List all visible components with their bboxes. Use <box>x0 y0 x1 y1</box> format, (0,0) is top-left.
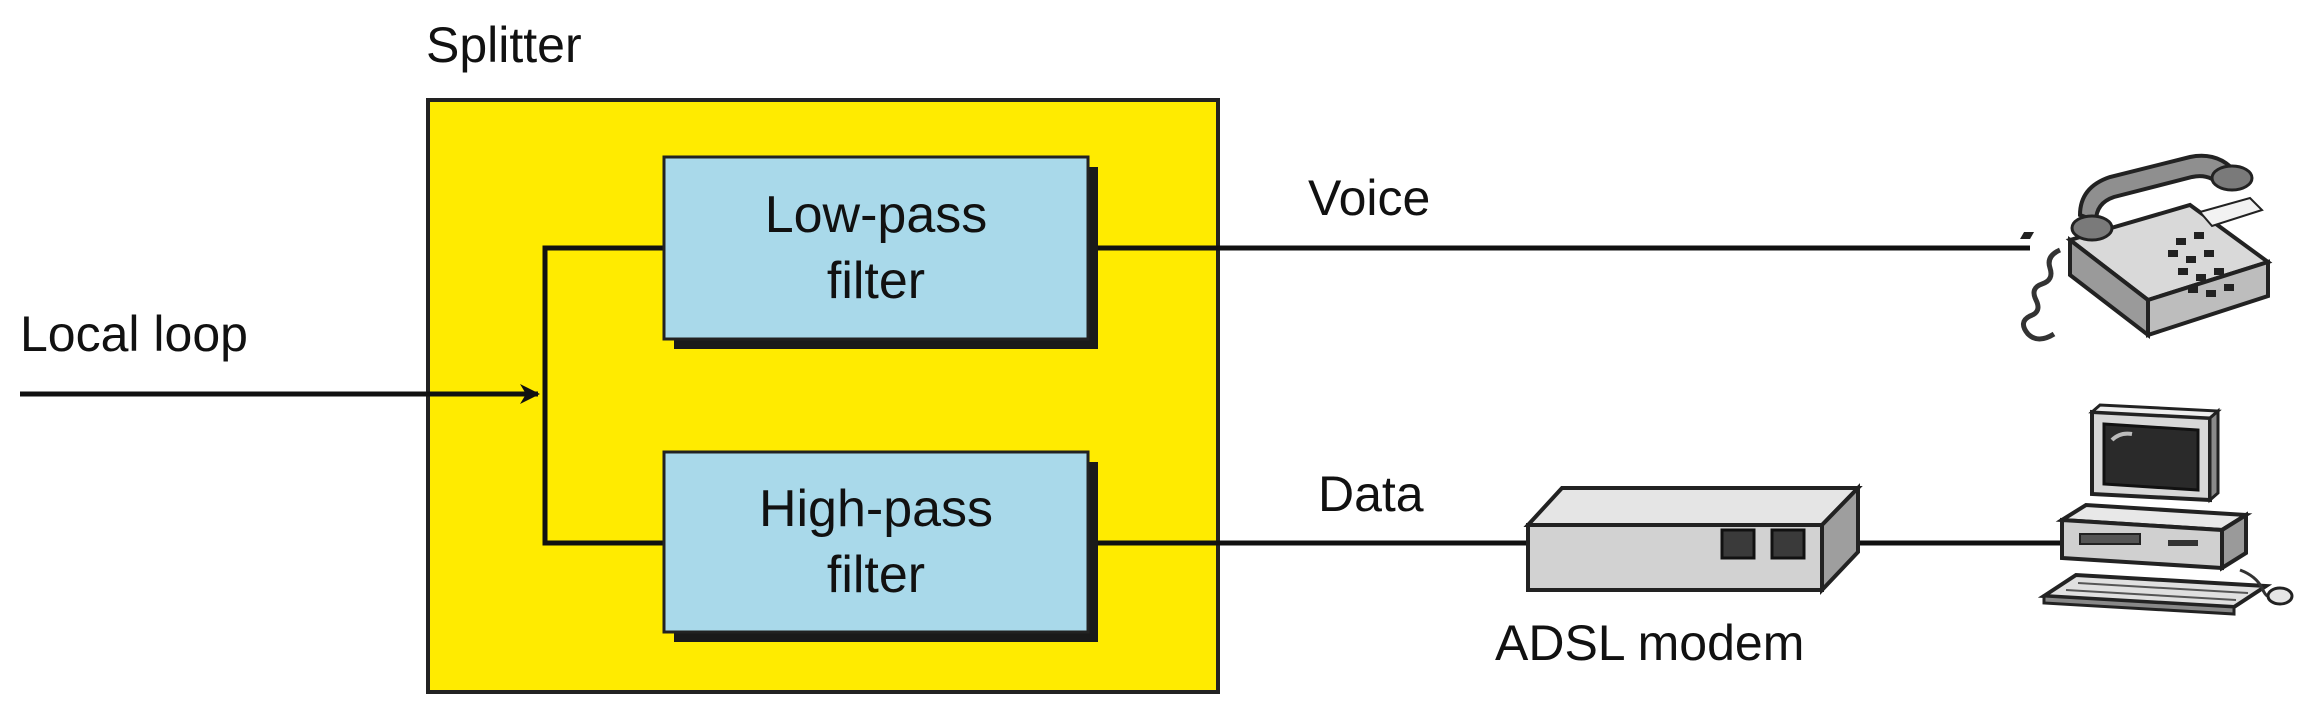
splitter-label: Splitter <box>426 17 582 73</box>
local-loop-label: Local loop <box>20 306 248 362</box>
high-pass-line1: High-pass <box>758 480 994 538</box>
voice-label: Voice <box>1308 170 1431 226</box>
splitter-branch-lines <box>542 245 664 546</box>
data-label: Data <box>1318 466 1424 522</box>
high-pass-filter-label: High-pass filter <box>664 476 1088 608</box>
low-pass-filter-label: Low-pass filter <box>664 182 1088 314</box>
low-pass-line2: filter <box>826 252 926 310</box>
modem-label: ADSL modem <box>1495 615 1805 671</box>
telephone-icon <box>2020 153 2273 342</box>
low-pass-filter-box <box>662 155 1090 341</box>
low-pass-line1: Low-pass <box>764 186 988 244</box>
high-pass-line2: filter <box>826 546 926 604</box>
computer-icon <box>2037 403 2294 616</box>
high-pass-filter-box <box>662 450 1090 634</box>
adsl-modem-icon <box>1523 483 1863 596</box>
